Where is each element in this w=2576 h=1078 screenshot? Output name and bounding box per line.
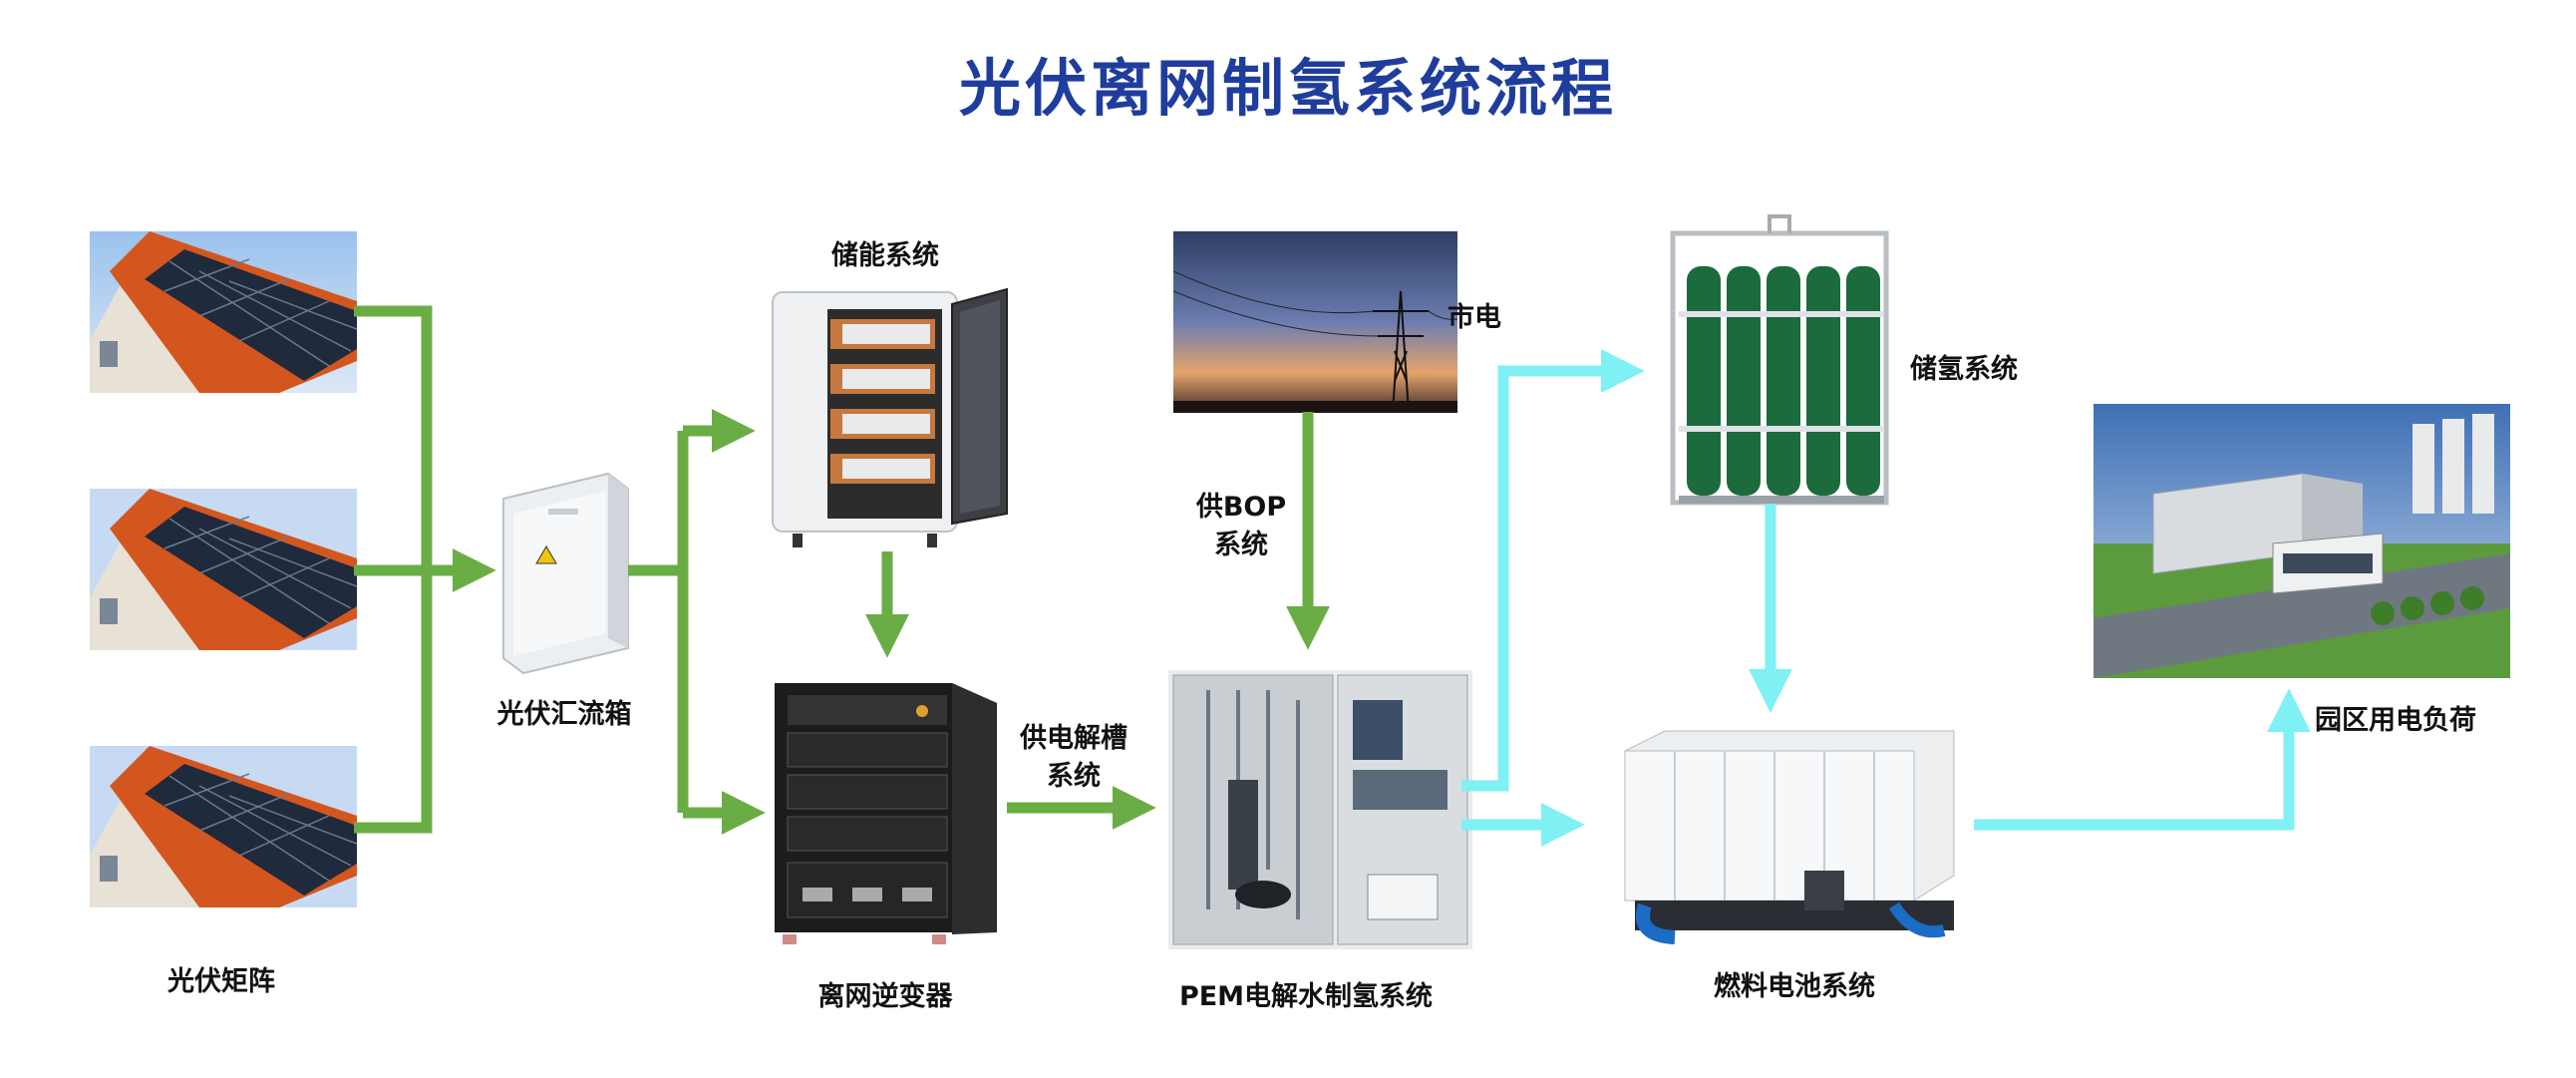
battery-cabinet-icon (743, 284, 1032, 553)
industrial-park-icon (2093, 404, 2510, 678)
label-electrolyzer-supply: 供电解槽 系统 (1020, 723, 1127, 792)
label-pv-array: 光伏矩阵 (167, 966, 275, 997)
combiner-box-icon (488, 469, 638, 678)
power-tower-icon (1173, 231, 1457, 413)
label-inverter: 离网逆变器 (817, 981, 953, 1012)
label-h2-storage: 储氢系统 (1910, 354, 2018, 385)
label-bop-supply: 供BOP 系统 (1195, 492, 1287, 560)
fuel-cell-module-icon (1615, 726, 1964, 945)
combiner-branch-line (628, 431, 689, 813)
label-combiner-box: 光伏汇流箱 (496, 699, 632, 730)
pem-to-h2storage-arrow (1461, 349, 1645, 792)
solar-roof-icon (90, 231, 357, 393)
label-pem: PEM电解水制氢系统 (1178, 981, 1434, 1012)
electrolyzer-skid-icon (1168, 670, 1472, 949)
label-storage: 储能系统 (831, 240, 939, 271)
gas-cylinder-rack-icon (1665, 211, 1894, 511)
inverter-cabinet-icon (763, 673, 1007, 947)
label-fuel-cell: 燃料电池系统 (1714, 971, 1875, 1002)
solar-roof-icon (90, 489, 357, 650)
fuelcell-to-load-arrow (1974, 688, 2311, 831)
label-grid: 市电 (1448, 302, 1501, 333)
solar-roof-icon (90, 746, 357, 907)
page-title: 光伏离网制氢系统流程 (958, 52, 1617, 125)
label-load: 园区用电负荷 (2315, 705, 2476, 736)
